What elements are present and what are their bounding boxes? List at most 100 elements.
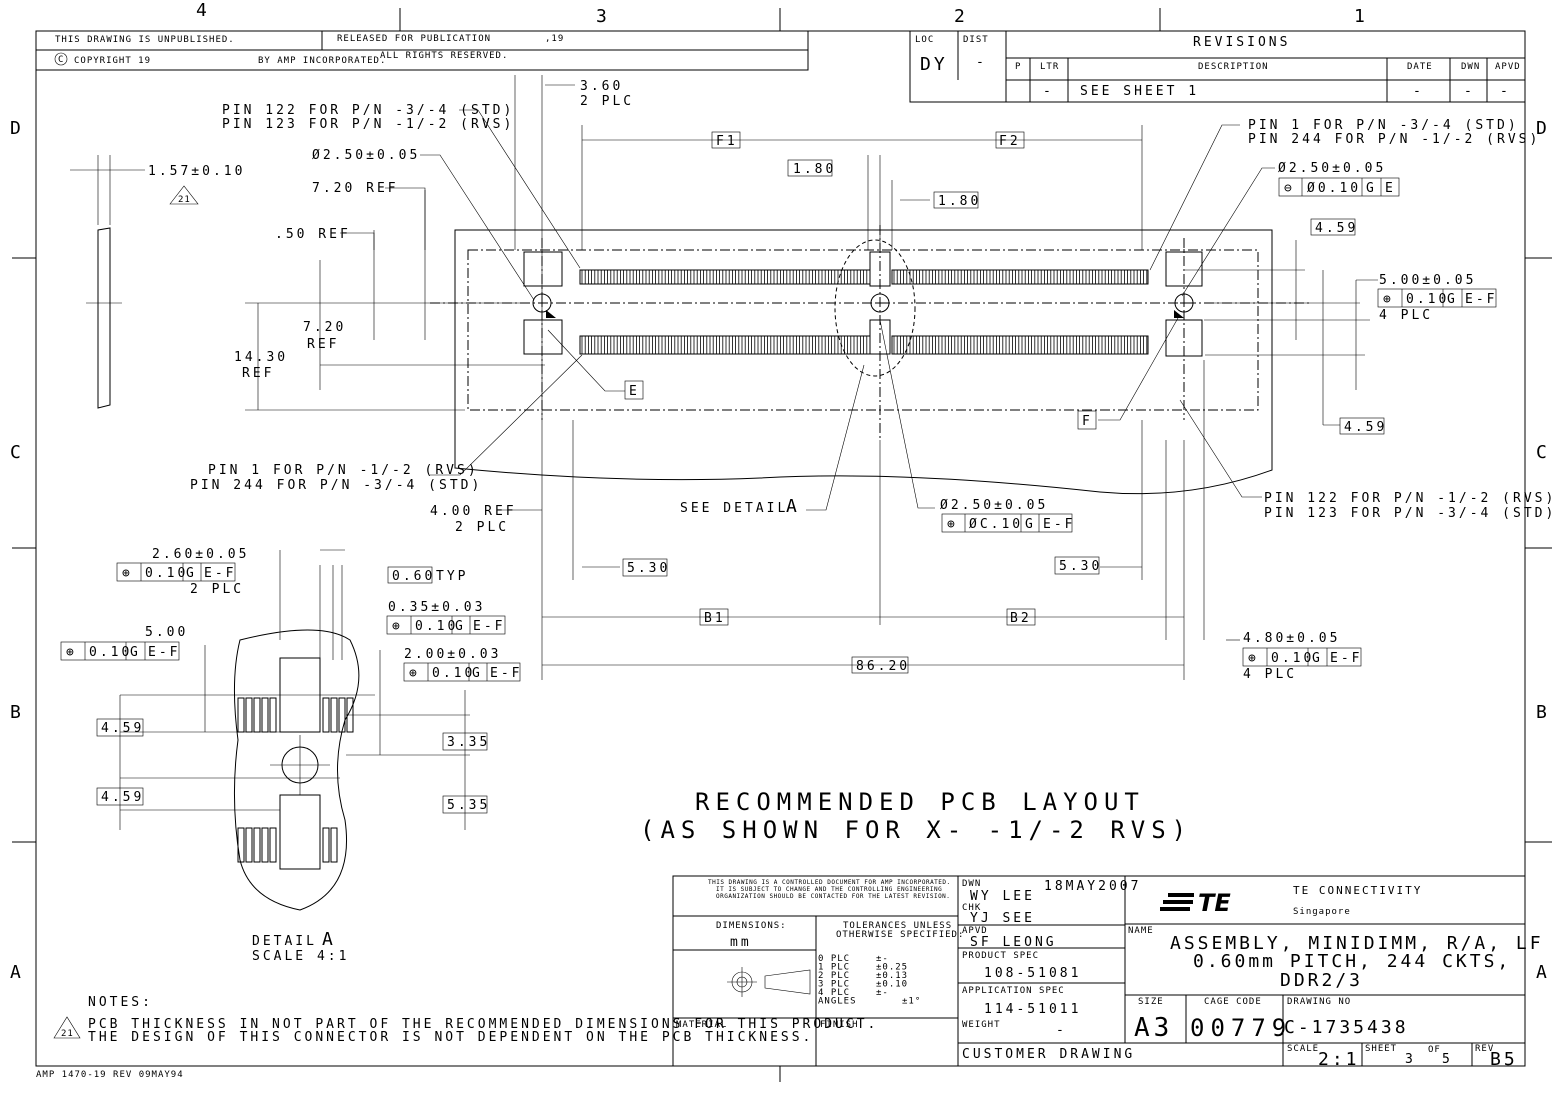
part-name: 0.60mm PITCH, 244 CKTS, bbox=[1193, 951, 1511, 972]
dimension-label: 4.80±0.05 bbox=[1243, 631, 1340, 646]
dimensions-label: DIMENSIONS: bbox=[716, 921, 787, 931]
note-flag-icon bbox=[53, 1016, 81, 1039]
tolerance-value: ±- bbox=[876, 988, 889, 998]
dimension-label: 2.00±0.03 bbox=[404, 647, 501, 662]
position-icon: ⊕ bbox=[409, 666, 420, 681]
title-block: THIS DRAWING IS A CONTROLLED DOCUMENT FO… bbox=[672, 875, 1541, 1070]
dist-label: DIST bbox=[963, 35, 989, 45]
position-icon: ⊕ bbox=[947, 517, 958, 532]
weight-label: WEIGHT bbox=[962, 1020, 1001, 1030]
pin-callout: PIN 122 FOR P/N -3/-4 (STD) bbox=[222, 103, 514, 118]
datum-f: F bbox=[1082, 414, 1093, 429]
zone-label-side: B bbox=[1536, 702, 1550, 723]
app-spec-label: APPLICATION SPEC bbox=[962, 986, 1065, 996]
loc-label: LOC bbox=[915, 35, 934, 45]
rev-date: - bbox=[1413, 84, 1424, 99]
zone-label-side: D bbox=[1536, 118, 1550, 139]
fcf-datum: G bbox=[1366, 181, 1377, 196]
note-flag-number: 21 bbox=[178, 195, 191, 205]
tolerance-key: 0 PLC bbox=[818, 954, 850, 964]
company-location: Singapore bbox=[1293, 907, 1351, 917]
fcf-tolerance: Ø0.10 bbox=[1307, 181, 1361, 196]
fcf-datum: E bbox=[1385, 181, 1396, 196]
feature-control-frame: ⊕ 0.10 G E-F bbox=[1242, 647, 1362, 667]
dimension-box-overall: 86.20 bbox=[856, 659, 910, 674]
tolerance-value: ±- bbox=[876, 954, 889, 964]
dimension-box-b2: B2 bbox=[1010, 611, 1032, 626]
pcb-side-view: 1.57±0.10 21 bbox=[70, 155, 242, 409]
pin-callout: PIN 123 FOR P/N -3/-4 (STD) bbox=[1264, 506, 1556, 521]
detail-title: DETAIL bbox=[252, 934, 317, 949]
zone-label-top: 1 bbox=[1354, 6, 1368, 27]
zone-label-side: A bbox=[1536, 962, 1550, 983]
dimension-label: 5.00 bbox=[145, 625, 188, 640]
drawn-by: WY LEE bbox=[970, 889, 1035, 904]
tolerance-value: ±1° bbox=[902, 997, 921, 1007]
fcf-datum: E-F bbox=[1043, 517, 1075, 532]
dimension-label: 4 PLC bbox=[1379, 308, 1433, 323]
position-icon: ⊖ bbox=[1284, 181, 1295, 196]
detail-pad bbox=[237, 827, 245, 863]
dimension-box-f2: F2 bbox=[999, 134, 1021, 149]
application-spec: 114-51011 bbox=[984, 1002, 1081, 1017]
fcf-datum: G bbox=[1447, 292, 1458, 307]
te-logo-text: TE bbox=[1198, 889, 1231, 917]
dimension-label: REF bbox=[307, 337, 339, 352]
dimension-label: 2 PLC bbox=[580, 94, 634, 109]
tolerance-value: ±0.25 bbox=[876, 963, 908, 973]
material-label: MATERIAL bbox=[676, 1020, 727, 1030]
dimension-label: 7.20 bbox=[303, 320, 346, 335]
rev-col-header: APVD bbox=[1495, 62, 1521, 72]
hole-diameter-label: Ø2.50±0.05 bbox=[940, 498, 1048, 513]
unpublished-notice: THIS DRAWING IS UNPUBLISHED. bbox=[55, 35, 235, 45]
dimension-label: TYP bbox=[436, 569, 468, 584]
cage-code: 00779 bbox=[1190, 1014, 1292, 1042]
dimension-box: 1.80 bbox=[793, 162, 836, 177]
hole-diameter-label: Ø2.50±0.05 bbox=[312, 148, 420, 163]
dwn-label: DWN bbox=[962, 879, 981, 889]
fcf-tolerance: 0.10 bbox=[415, 619, 458, 634]
zone-label-top: 3 bbox=[596, 6, 610, 27]
zone-label-top: 4 bbox=[196, 0, 210, 21]
fcf-datum: E-F bbox=[473, 619, 505, 634]
feature-control-frame: ⊕ 0.10 G E-F bbox=[60, 641, 180, 661]
rev-ltr: - bbox=[1043, 84, 1054, 99]
dimension-label: 7.20 REF bbox=[312, 181, 399, 196]
dimension-label: .50 REF bbox=[275, 227, 351, 242]
rev-col-header: P bbox=[1015, 62, 1021, 72]
position-icon: ⊕ bbox=[66, 645, 77, 660]
feature-control-frame: ⊖ Ø0.10 G E bbox=[1278, 177, 1400, 197]
locating-hole bbox=[1174, 293, 1194, 313]
pin-callout: PIN 244 FOR P/N -3/-4 (STD) bbox=[190, 478, 482, 493]
rev-label: REV bbox=[1475, 1044, 1494, 1054]
feature-control-frame: ⊕ 0.10 G E-F bbox=[386, 615, 506, 635]
rev-apvd: - bbox=[1500, 84, 1511, 99]
dimension-box: 1.80 bbox=[938, 194, 981, 209]
detail-title-letter: A bbox=[322, 929, 336, 950]
solder-tab-pad bbox=[523, 319, 563, 355]
dimension-label: 4 PLC bbox=[1243, 667, 1297, 682]
revision-value: B5 bbox=[1490, 1049, 1518, 1070]
size-label: SIZE bbox=[1138, 997, 1164, 1007]
revisions-title: REVISIONS bbox=[1193, 35, 1290, 50]
pin-callout: PIN 1 FOR P/N -1/-2 (RVS) bbox=[208, 463, 479, 478]
zone-label-side: B bbox=[10, 702, 24, 723]
rev-dwn: - bbox=[1464, 84, 1475, 99]
fcf-tolerance: 0.10 bbox=[89, 645, 132, 660]
fcf-tolerance: 0.10 bbox=[432, 666, 475, 681]
checked-by: YJ SEE bbox=[970, 911, 1035, 926]
dimension-label: REF bbox=[242, 366, 274, 381]
control-notice: ORGANIZATION SHOULD BE CONTACTED FOR THE… bbox=[716, 893, 950, 900]
rights-text: ALL RIGHTS RESERVED. bbox=[380, 51, 508, 61]
tolerance-value: ±0.10 bbox=[876, 980, 908, 990]
projection-symbol-icon bbox=[727, 967, 811, 997]
tolerance-label: OTHERWISE SPECIFIED: bbox=[836, 930, 964, 940]
product-spec-label: PRODUCT SPEC bbox=[962, 951, 1039, 961]
detail-pad bbox=[330, 697, 338, 733]
feature-control-frame: ⊕ ØC.10 G E-F bbox=[941, 513, 1075, 533]
dimension-box-f1: F1 bbox=[716, 134, 738, 149]
drawn-date: 18MAY2007 bbox=[1044, 879, 1141, 894]
copyright-icon bbox=[54, 52, 68, 66]
note-line: PCB THICKNESS IN NOT PART OF THE RECOMME… bbox=[88, 1017, 878, 1032]
detail-scale: SCALE 4:1 bbox=[252, 949, 349, 964]
